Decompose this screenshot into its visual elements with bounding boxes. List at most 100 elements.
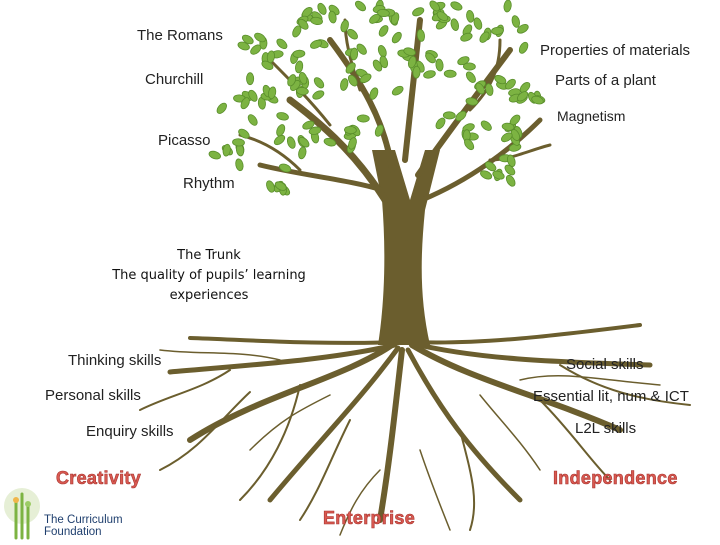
leaf [344, 125, 357, 135]
leaf [491, 26, 504, 35]
leaf [276, 124, 286, 137]
leaf [505, 174, 516, 187]
leaf [517, 91, 529, 102]
tree-roots [139, 323, 691, 536]
leaf [232, 138, 245, 147]
leaf [516, 24, 529, 34]
leaf [511, 15, 520, 28]
leaf [507, 154, 516, 168]
theme-creativity: Creativity [56, 468, 142, 489]
leaf [391, 31, 402, 44]
trunk-text-line-1: The quality of pupils’ learning [112, 268, 306, 283]
leaf [267, 86, 277, 100]
leaf [238, 128, 250, 139]
curriculum-foundation-logo: The Curriculum Foundation [2, 484, 142, 540]
theme-independence: Independence [553, 468, 678, 489]
branch-label-rhythm: Rhythm [183, 175, 235, 192]
root-label-thinking-skills: Thinking skills [68, 352, 162, 369]
branch-label-properties-of-materials: Properties of materials [540, 42, 691, 59]
leaf [296, 87, 309, 96]
leaf [463, 62, 476, 71]
leaf [247, 114, 258, 126]
logo-text-line-1: The Curriculum [44, 514, 123, 526]
leaf [310, 39, 323, 49]
leaf [347, 28, 358, 40]
trunk-caption: The Trunk The quality of pupils’ learnin… [104, 246, 314, 306]
leaf [328, 10, 337, 24]
leaf [412, 7, 425, 17]
root-label-personal-skills: Personal skills [45, 387, 141, 404]
leaf [286, 136, 296, 149]
root-label-essential-lit-num-ict: Essential lit, num & ICT [533, 388, 689, 405]
leaf [240, 97, 250, 110]
leaf [479, 31, 490, 43]
leaf [464, 138, 475, 151]
leaf [436, 11, 449, 21]
root-label-l2l-skills: L2L skills [575, 420, 637, 437]
leaf [345, 62, 356, 74]
leaf [501, 122, 515, 131]
leaf [292, 49, 306, 58]
leaf [435, 117, 446, 130]
leaf [350, 47, 359, 61]
leaf [485, 83, 494, 96]
leaf [298, 71, 308, 85]
leaf [241, 34, 254, 45]
leaf [377, 8, 390, 18]
branch-label-parts-of-a-plant: Parts of a plant [555, 72, 656, 89]
leaf [442, 111, 456, 120]
leaf [480, 170, 493, 180]
leaf [340, 78, 349, 91]
leaf [407, 55, 417, 69]
leaf [266, 180, 275, 193]
leaf [450, 18, 460, 31]
leaf [313, 77, 325, 89]
trunk-title: The Trunk [177, 248, 241, 263]
leaf [518, 41, 529, 54]
root-label-enquiry-skills: Enquiry skills [86, 423, 174, 440]
leaf [254, 32, 266, 43]
leaf [391, 85, 404, 96]
leaf [492, 170, 505, 180]
leaf [208, 150, 221, 160]
leaf [465, 71, 476, 83]
leaf [317, 2, 327, 15]
leaf [425, 52, 436, 64]
leaf [374, 124, 384, 137]
leaf [356, 114, 370, 123]
leaf [308, 126, 322, 135]
leaf [348, 137, 357, 150]
leaf [372, 59, 383, 72]
leaf [222, 143, 231, 157]
leaf [276, 38, 288, 50]
leaf [484, 161, 497, 172]
leaf [501, 132, 513, 143]
leaf [302, 120, 315, 130]
tree-canopy [208, 0, 546, 196]
leaf [273, 134, 286, 146]
leaf [450, 1, 463, 11]
leaf [276, 112, 289, 121]
leaf [403, 47, 416, 56]
leaf [505, 78, 516, 90]
leaf [466, 9, 475, 23]
leaf [480, 120, 492, 131]
leaf [216, 102, 227, 114]
leaf [504, 164, 516, 176]
leaf [298, 18, 309, 30]
leaf [531, 95, 544, 105]
leaf [237, 41, 250, 51]
leaf [412, 65, 421, 79]
leaf [455, 110, 467, 122]
branch-label-churchill: Churchill [145, 71, 204, 88]
leaf [274, 181, 287, 191]
branch-label-romans: The Romans [137, 27, 223, 44]
branch-label-picasso: Picasso [158, 132, 211, 149]
leaf [443, 69, 457, 78]
root-label-social-skills: Social skills [566, 356, 644, 373]
leaf [312, 90, 325, 100]
leaf [354, 0, 367, 12]
leaf [310, 16, 323, 25]
logo-mark-icon [4, 488, 40, 540]
